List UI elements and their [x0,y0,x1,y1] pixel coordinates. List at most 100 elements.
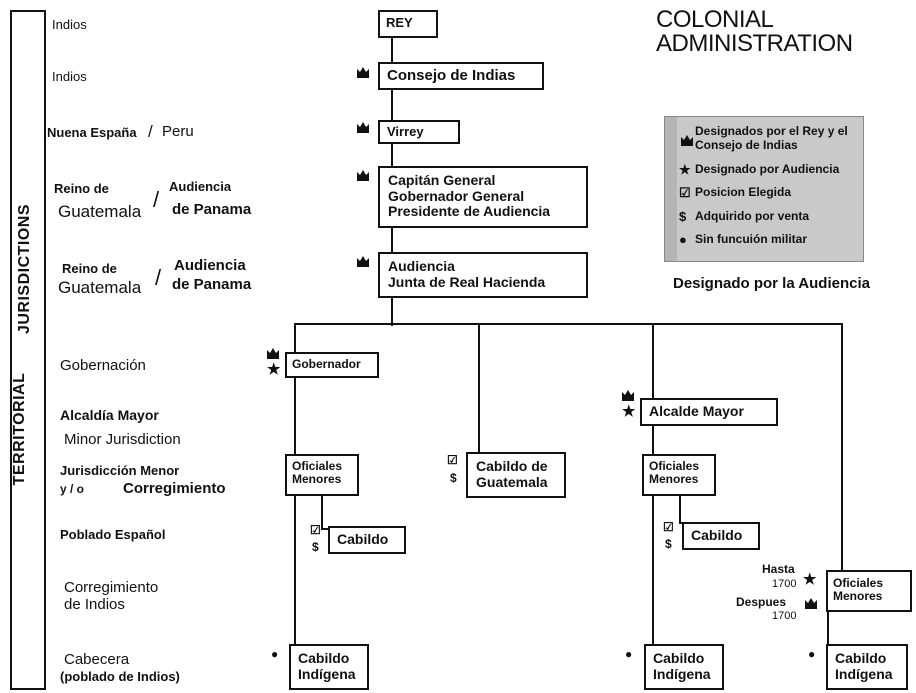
crown-icon [357,122,369,133]
level-panama-1: de Panama [172,201,252,218]
dollar-icon: $ [312,540,319,554]
check-icon: ☑ [310,523,321,537]
box-cabildo-mid-label: Cabildo [691,527,743,543]
level-panama-2: de Panama [172,276,252,293]
box-cabildo-indigena-left-line2: Indígena [298,665,356,682]
crown-icon [357,170,369,181]
box-alcalde-label: Alcalde Mayor [649,403,744,419]
right-col-2 [827,610,829,644]
dot-icon: ● [679,232,687,247]
box-cabildo-guatemala-line2: Guatemala [476,473,548,490]
star-icon: ★ [679,162,691,177]
box-consejo-label: Consejo de Indias [387,67,516,84]
level-reino-1: Reino de [54,181,109,196]
drop-guatemala [478,323,480,453]
box-alcalde: Alcalde Mayor [640,398,778,426]
level-jurisdiccion-menor: Jurisdicción Menor [60,463,180,478]
side-label-territorial: TERRITORIAL [11,372,28,486]
star-icon: ★ [622,403,636,420]
branch-line [294,323,843,325]
star-icon: ★ [267,361,281,378]
box-cabildo-indigena-right: Cabildo Indígena [826,644,908,690]
left-cabildo-stem [321,494,323,529]
box-cabildo-left: Cabildo [328,526,406,554]
drop-alcalde [652,323,654,398]
left-col-1 [294,376,296,455]
level-slash-3: / [155,265,162,290]
level-minor: Minor Jurisdiction [64,431,181,448]
check-icon: ☑ [447,453,458,467]
legend-dollar-label: Adquirido por venta [695,209,809,223]
check-icon: ☑ [663,520,674,534]
level-indios-1: Indios [52,17,87,32]
left-bracket-bottom [10,688,46,690]
box-cabildo-indigena-mid: Cabildo Indígena [644,644,724,690]
legend-caption: Designado por la Audiencia [673,275,870,292]
box-oficiales-left-line1: Oficiales [292,459,343,473]
left-bracket-line [44,10,46,690]
level-corregimiento-indios-1: Corregimiento [64,579,159,596]
dollar-icon: $ [679,209,687,224]
annotation-despues-year: 1700 [772,610,797,622]
annotation-hasta: Hasta [762,562,795,576]
drop-gobernador [294,323,296,353]
box-rey: REY [378,10,438,38]
box-capitan-line1: Capitán General [388,172,496,188]
level-audiencia-2: Audiencia [174,257,246,274]
annotation-despues: Despues [736,595,787,609]
box-rey-label: REY [386,15,413,30]
level-corregimiento-indios-2: de Indios [64,596,125,613]
legend-item-dollar: $ Adquirido por venta [679,209,809,225]
crown-icon [357,256,369,267]
level-guatemala-1: Guatemala [58,202,142,221]
diagram-title: COLONIAL ADMINISTRATION [656,8,853,56]
title-line2: ADMINISTRATION [656,30,853,57]
box-oficiales-right-line2: Menores [833,589,883,604]
box-audiencia: Audiencia Junta de Real Hacienda [378,252,588,298]
box-cabildo-indigena-right-line1: Cabildo [835,650,887,666]
left-outer-line [10,10,12,690]
dot-icon: ● [271,647,279,661]
level-alcaldia: Alcaldía Mayor [60,407,159,423]
mid-cabildo-arm [679,522,683,524]
legend-crown-label: Designados por el Rey y el Consejo de In… [695,124,848,152]
box-cabildo-indigena-mid-line2: Indígena [653,665,711,682]
box-consejo: Consejo de Indias [378,62,544,90]
box-capitan-line3: Presidente de Audiencia [388,203,551,220]
box-oficiales-right: Oficiales Menores [826,570,912,612]
level-nueva-espana: Nuena España [47,125,137,140]
crown-icon [267,348,279,359]
level-gobernacion: Gobernación [60,357,146,374]
star-icon: ★ [803,571,817,588]
legend-dot-label: Sin funcuión militar [695,232,808,246]
dot-icon: ● [625,647,633,661]
box-cabildo-indigena-left: Cabildo Indígena [289,644,369,690]
level-peru: Peru [162,123,194,140]
box-cabildo-guatemala-line1: Cabildo de [476,458,548,474]
level-slash-1: / [148,122,153,141]
level-y-o: y / o [60,482,85,496]
left-bracket-top [10,10,46,12]
box-cabildo-left-label: Cabildo [337,531,389,547]
dollar-icon: $ [665,537,672,551]
side-label-jurisdictions: JURISDICTIONS [16,203,33,335]
crown-icon [357,67,369,78]
legend-inner-panel [665,117,677,261]
level-corregimiento: Corregimiento [123,480,226,497]
level-cabecera: Cabecera [64,651,130,668]
crown-icon [681,135,693,146]
left-cabildo-arm [321,528,329,530]
left-col-2 [294,494,296,644]
legend-star-label: Designado por Audiencia [695,162,840,176]
level-slash-2: / [153,187,160,212]
legend-item-check: ☑ Posicion Elegida [679,185,791,201]
box-audiencia-line2: Junta de Real Hacienda [388,273,546,290]
dot-icon: ● [808,647,816,661]
box-oficiales-mid-line2: Menores [649,472,699,487]
box-oficiales-mid-line1: Oficiales [649,459,700,473]
box-cabildo-indigena-left-line1: Cabildo [298,650,350,666]
level-guatemala-2: Guatemala [58,278,142,297]
legend-item-crown: Designados por el Rey y el Consejo de In… [679,124,860,153]
box-capitan: Capitán General Gobernador General Presi… [378,166,588,228]
box-oficiales-left: Oficiales Menores [285,454,359,496]
